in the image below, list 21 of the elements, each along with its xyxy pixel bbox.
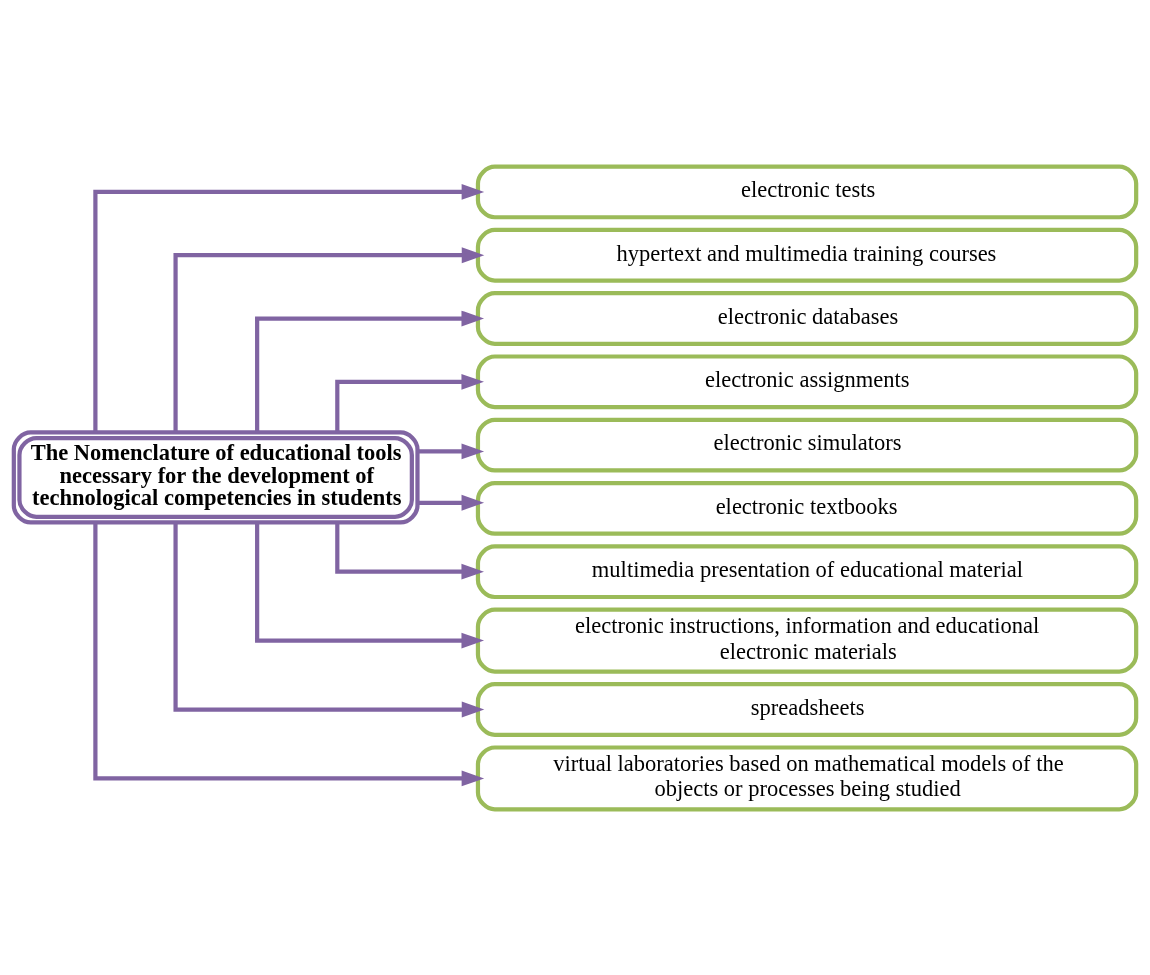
node-box: electronic databases [475,290,1139,346]
arrow [93,522,485,786]
arrow [173,246,485,432]
node-box: hypertext and multimedia training courses [475,227,1139,283]
node-box: spreadsheets [475,681,1139,737]
node-box: multimedia presentation of educational material [475,543,1139,599]
arrow [335,373,484,432]
arrow [173,522,485,717]
node-box: The Nomenclature of educational tools necessary for the development of technological competencies in students [11,429,420,525]
arrow [335,522,484,580]
arrow [417,494,485,511]
node-box: electronic simulators [475,417,1139,473]
node-box: virtual laboratories based on mathematical models of the objects or processes being studied [475,744,1139,811]
arrow [255,521,485,648]
arrow [417,443,485,459]
node-box: electronic instructions, information and educational electronic materials [475,607,1139,674]
arrow [93,183,485,432]
node-box: electronic tests [475,164,1139,219]
arrow [255,310,485,432]
node-box: electronic assignments [475,353,1139,409]
node-box: electronic textbooks [475,480,1139,536]
